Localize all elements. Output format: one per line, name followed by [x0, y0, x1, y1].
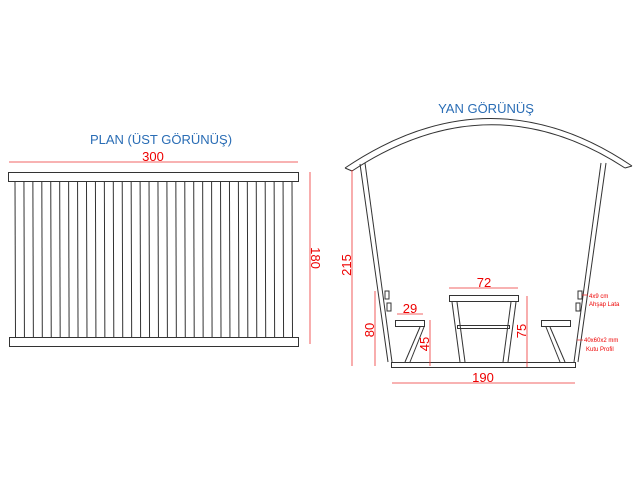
right-post-outer	[577, 162, 607, 363]
table-leg-left	[451, 301, 461, 363]
roof-slat	[175, 180, 177, 338]
left-bench-leg	[404, 326, 421, 363]
roof-slat	[184, 180, 186, 338]
left-back-slat	[384, 290, 390, 300]
roof-slat	[103, 180, 106, 338]
roof-slat	[23, 180, 25, 338]
right-bench-seat	[541, 320, 571, 327]
roof-slat	[50, 180, 52, 338]
roof-slat	[77, 180, 79, 338]
bench-height-label: 45	[417, 337, 432, 351]
roof-slat	[121, 180, 124, 338]
table-leg-left	[456, 301, 466, 363]
plan-bottom-beam	[9, 337, 299, 347]
roof-slat	[148, 180, 151, 338]
table-width-label: 72	[477, 275, 491, 290]
roof-slat	[166, 180, 168, 338]
wood-name-note: Ahşap Lata	[589, 302, 620, 308]
roof-slat	[59, 180, 61, 338]
roof-slat	[130, 180, 133, 338]
profile-size-note: 40x60x2 mm	[584, 338, 618, 344]
base-frame	[391, 362, 576, 368]
table-crossbar	[457, 325, 510, 329]
right-back-slat	[575, 302, 581, 312]
right-back-slat	[577, 290, 583, 300]
left-back-slat	[386, 302, 392, 312]
roof-end-right	[624, 165, 633, 169]
table-height-label: 75	[514, 324, 529, 338]
side-title: YAN GÖRÜNÜŞ	[438, 101, 534, 116]
plan-top-beam	[8, 172, 299, 182]
right-bench-leg	[549, 326, 566, 363]
roof-slat	[264, 180, 267, 338]
table-top	[449, 295, 519, 302]
roof-slat	[94, 180, 97, 338]
roof-slat	[228, 180, 231, 338]
total-height-label: 215	[339, 254, 354, 276]
roof-slat	[14, 180, 16, 338]
roof-slat	[220, 180, 222, 338]
base-width-label: 190	[472, 370, 494, 385]
right-bench-leg	[545, 326, 561, 363]
back-height-label: 80	[362, 323, 377, 337]
left-bench-seat	[395, 320, 425, 327]
roof-slat	[85, 180, 88, 338]
roof-slat	[255, 180, 258, 338]
roof-slat	[211, 180, 213, 338]
wood-size-note: 4x9 cm	[589, 294, 608, 300]
roof-arc-outer	[344, 118, 633, 169]
roof-slat	[237, 180, 240, 338]
roof-slat	[273, 180, 276, 338]
table-leg-right	[502, 301, 512, 363]
roof-slat	[157, 180, 159, 338]
left-bench-leg	[409, 326, 425, 363]
roof-slat	[291, 180, 293, 338]
plan-width-label: 300	[142, 149, 164, 164]
roof-slat	[202, 180, 204, 338]
roof-slat	[68, 180, 70, 338]
roof-slat	[41, 180, 43, 338]
roof-slat	[282, 180, 285, 338]
left-post-inner	[364, 162, 393, 363]
roof-slat	[139, 180, 142, 338]
roof-slat	[112, 180, 115, 338]
roof-slat	[32, 180, 34, 338]
roof-arc-inner	[351, 124, 626, 172]
roof-slat	[246, 180, 249, 338]
plan-depth-label: 180	[308, 247, 323, 269]
right-post-inner	[573, 162, 602, 363]
table-leg-right	[507, 301, 517, 363]
profile-name-note: Kutu Profil	[586, 347, 614, 353]
plan-roof-slats	[14, 180, 293, 338]
plan-title: PLAN (ÜST GÖRÜNÜŞ)	[90, 132, 232, 147]
roof-end-left	[344, 167, 353, 172]
roof-slat	[193, 180, 195, 338]
bench-width-label: 29	[403, 301, 417, 316]
left-post-outer	[359, 163, 389, 363]
